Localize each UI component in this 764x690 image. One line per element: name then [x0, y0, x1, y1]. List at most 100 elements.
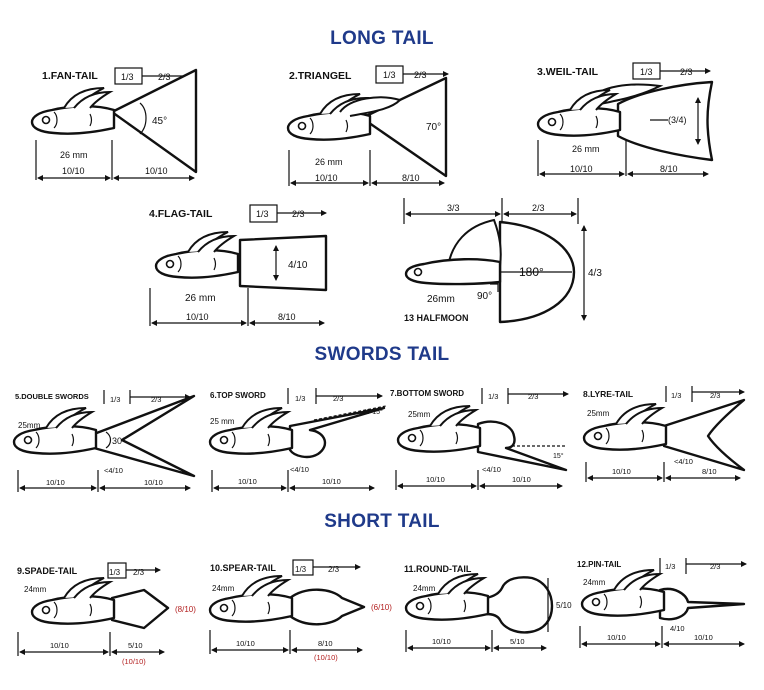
halfmoon-tail-figure: 3/3 2/3 180° 90° 26mm 4/3 13 HALFMOON [403, 198, 602, 324]
bottom-sword-fin [476, 420, 568, 472]
double-angle-arc [105, 431, 112, 449]
lyre-tail-label: 8.LYRE-TAIL [583, 389, 633, 399]
top-sword-fin [288, 406, 386, 459]
double-measure-2: 10/10 [144, 478, 163, 487]
fan-tail-measure-2: 10/10 [145, 166, 168, 176]
spade-measure-2: 5/10 [128, 641, 143, 650]
spade-measure-3: (10/10) [122, 657, 146, 666]
double-swords-figure: 5.DOUBLE SWORDS 1/3 2/3 30° 25mm <4/10 1… [12, 390, 196, 492]
flag-ratio-1: 1/3 [256, 209, 269, 219]
flag-ratio-2: 2/3 [292, 209, 305, 219]
flag-tail-ratio: 4/10 [288, 260, 308, 271]
flag-measure-1: 10/10 [186, 312, 209, 322]
bottom-sword-angle: 15° [553, 452, 564, 460]
spade-tail-fin [110, 588, 170, 630]
spade-ratio-2: 2/3 [133, 568, 145, 577]
triangel-tail-angle: 70° [426, 122, 441, 133]
lyre-tail-figure: 8.LYRE-TAIL 1/3 2/3 25mm <4/10 10/10 8/1… [582, 386, 746, 482]
top-measure-2: 10/10 [322, 477, 341, 486]
round-tail-ratio: 5/10 [556, 601, 572, 610]
bottom-ratio-2: 2/3 [528, 392, 538, 401]
fan-tail-body [30, 86, 116, 135]
spear-ratio-2: 2/3 [328, 565, 340, 574]
triangel-tail-label: 2.TRIANGEL [289, 70, 352, 82]
triangel-ratio-1: 1/3 [383, 70, 396, 80]
section-swords-tail-heading: SWORDS TAIL [314, 344, 450, 365]
fan-tail-label: 1.FAN-TAIL [42, 70, 98, 82]
pin-measure-1: 10/10 [607, 633, 626, 642]
halfmoon-eye [413, 267, 423, 277]
lyre-tail-fin [662, 398, 746, 472]
halfmoon-label: 13 HALFMOON [404, 313, 469, 323]
top-ratio-1: 1/3 [295, 394, 305, 403]
triangel-tail-length: 26 mm [315, 157, 343, 167]
pin-tail-label: 12.PIN-TAIL [577, 560, 621, 569]
spade-tail-ratio: (8/10) [175, 605, 196, 614]
flag-tail-label: 4.FLAG-TAIL [149, 208, 213, 220]
spear-tail-label: 10.SPEAR-TAIL [210, 563, 276, 573]
round-measure-2: 5/10 [510, 637, 525, 646]
spade-tail-figure: 9.SPADE-TAIL 1/3 2/3 24mm (8/10) 10/10 5… [17, 562, 196, 666]
top-sword-figure: 6.TOP SWORD 1/3 2/3 0-15° 25 mm <4/10 10… [208, 388, 387, 492]
lyre-tail-ratio: <4/10 [674, 457, 693, 466]
double-swords-length: 25mm [18, 421, 41, 430]
top-measure-1: 10/10 [238, 477, 257, 486]
halfmoon-body [404, 258, 502, 286]
fan-tail-angle-arc [139, 102, 147, 135]
triangel-measure-2: 8/10 [402, 173, 420, 183]
top-sword-angle-line [313, 405, 387, 421]
weil-measure-2: 8/10 [660, 164, 678, 174]
section-long-tail-heading: LONG TAIL [330, 28, 434, 49]
spear-ratio-1: 1/3 [295, 565, 307, 574]
spade-measure-1: 10/10 [50, 641, 69, 650]
double-swords-body [12, 406, 98, 455]
double-measure-1: 10/10 [46, 478, 65, 487]
double-ratio-1: 1/3 [110, 395, 120, 404]
fan-tail-angle: 45° [152, 116, 167, 127]
flag-tail-fin [238, 234, 328, 292]
double-swords-angle: 30° [112, 436, 126, 446]
spear-measure-1: 10/10 [236, 639, 255, 648]
spade-tail-label: 9.SPADE-TAIL [17, 566, 78, 576]
top-sword-ratio: <4/10 [290, 465, 309, 474]
fan-tail-ratio-1: 1/3 [121, 72, 134, 82]
fan-tail-fin [110, 68, 198, 174]
flag-tail-figure: 4.FLAG-TAIL 1/3 2/3 4/10 26 mm 10/10 8/1… [149, 204, 328, 326]
round-tail-label: 11.ROUND-TAIL [404, 564, 472, 574]
top-sword-angle: 0-15° [366, 408, 383, 416]
weil-ratio-1: 1/3 [640, 67, 653, 77]
bottom-sword-length: 25mm [408, 410, 431, 419]
pin-tail-length: 24mm [583, 578, 606, 587]
round-tail-figure: 11.ROUND-TAIL 24mm 5/10 10/10 5/10 [404, 564, 572, 652]
lyre-ratio-1: 1/3 [671, 391, 681, 400]
triangel-tail-fin [360, 76, 448, 178]
spade-tail-length: 24mm [24, 585, 47, 594]
lyre-tail-length: 25mm [587, 409, 610, 418]
round-tail-length: 24mm [413, 584, 436, 593]
lyre-measure-1: 10/10 [612, 467, 631, 476]
weil-ratio-2: 2/3 [680, 67, 693, 77]
bottom-sword-ratio: <4/10 [482, 465, 501, 474]
weil-tail-body [536, 88, 622, 137]
spear-measure-2: 8/10 [318, 639, 333, 648]
lyre-ratio-2: 2/3 [710, 391, 720, 400]
top-sword-body [208, 406, 294, 455]
pin-tail-fin [658, 587, 746, 621]
double-ratio-2: 2/3 [151, 395, 161, 404]
spear-tail-body [208, 574, 294, 623]
fan-tail-measure-1: 10/10 [62, 166, 85, 176]
fan-tail-length: 26 mm [60, 150, 88, 160]
halfmoon-angle-90: 90° [477, 291, 492, 302]
top-ratio-2: 2/3 [333, 394, 343, 403]
double-swords-ratio: <4/10 [104, 466, 123, 475]
weil-tail-fin [616, 80, 714, 162]
halfmoon-ratio-2: 2/3 [532, 203, 545, 213]
halfmoon-length: 26mm [427, 294, 455, 305]
weil-tail-length: 26 mm [572, 144, 600, 154]
double-swords-label: 5.DOUBLE SWORDS [15, 392, 89, 401]
spear-tail-length: 24mm [212, 584, 235, 593]
pin-tail-body [580, 568, 666, 617]
weil-tail-figure: 3.WEIL-TAIL 1/3 2/3 (3/4) 26 mm 10/10 8/… [536, 62, 714, 177]
pin-ratio-1: 1/3 [665, 562, 675, 571]
halfmoon-side-ratio: 4/3 [588, 268, 602, 279]
